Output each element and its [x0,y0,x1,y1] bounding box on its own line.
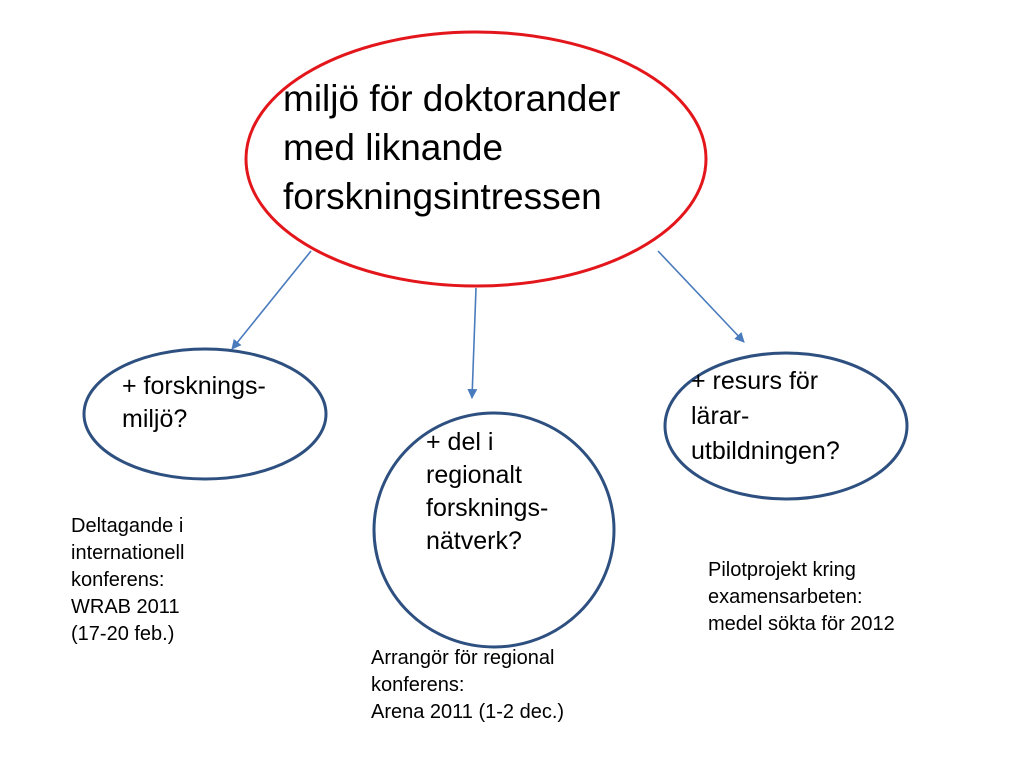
right-node-line: utbildningen? [691,437,840,465]
left-note-line: WRAB 2011 [71,596,180,618]
middle-node-text: + del i regionalt forsknings- nätverk? [426,426,548,558]
middle-note: Arrangör för regional konferens: Arena 2… [371,645,564,726]
middle-node-line: + del i [426,428,494,456]
arrow-to-right-node [657,250,745,343]
right-node-line: lärar- [691,402,750,430]
left-note: Deltagande i internationell konferens: W… [71,513,184,648]
arrow-to-left-node [231,250,312,350]
main-node-line: miljö för doktorander [283,78,621,119]
arrow-to-middle-node [467,287,478,399]
left-node-ellipse [82,347,328,481]
right-node-text: + resurs för lärar- utbildningen? [691,364,840,469]
left-node-text: + forsknings- miljö? [122,370,266,436]
middle-node-ellipse [372,411,616,649]
left-note-line: Deltagande i [71,515,184,537]
left-note-line: konferens: [71,569,165,591]
middle-note-line: Arena 2011 (1-2 dec.) [371,701,565,723]
main-node-ellipse [244,30,708,288]
middle-note-line: Arrangör för regional [371,647,555,669]
left-node-line: miljö? [122,405,188,433]
right-note-line: Pilotprojekt kring [708,559,856,581]
right-note-line: examensarbeten: [708,586,863,608]
left-note-line: internationell [71,542,185,564]
right-node-ellipse [663,351,909,501]
main-node-text: miljö för doktorander med liknande forsk… [283,74,620,221]
right-note: Pilotprojekt kring examensarbeten: medel… [708,557,895,638]
right-note-line: medel sökta för 2012 [708,613,895,635]
main-node-line: forskningsintressen [283,176,602,217]
middle-note-line: konferens: [371,674,465,696]
middle-node-line: forsknings- [426,494,549,522]
middle-node-line: regionalt [426,461,522,489]
left-node-line: + forsknings- [122,372,266,400]
right-node-line: + resurs för [691,367,819,395]
middle-node-line: nätverk? [426,527,522,555]
main-node-line: med liknande [283,127,504,168]
left-note-line: (17-20 feb.) [71,623,175,645]
